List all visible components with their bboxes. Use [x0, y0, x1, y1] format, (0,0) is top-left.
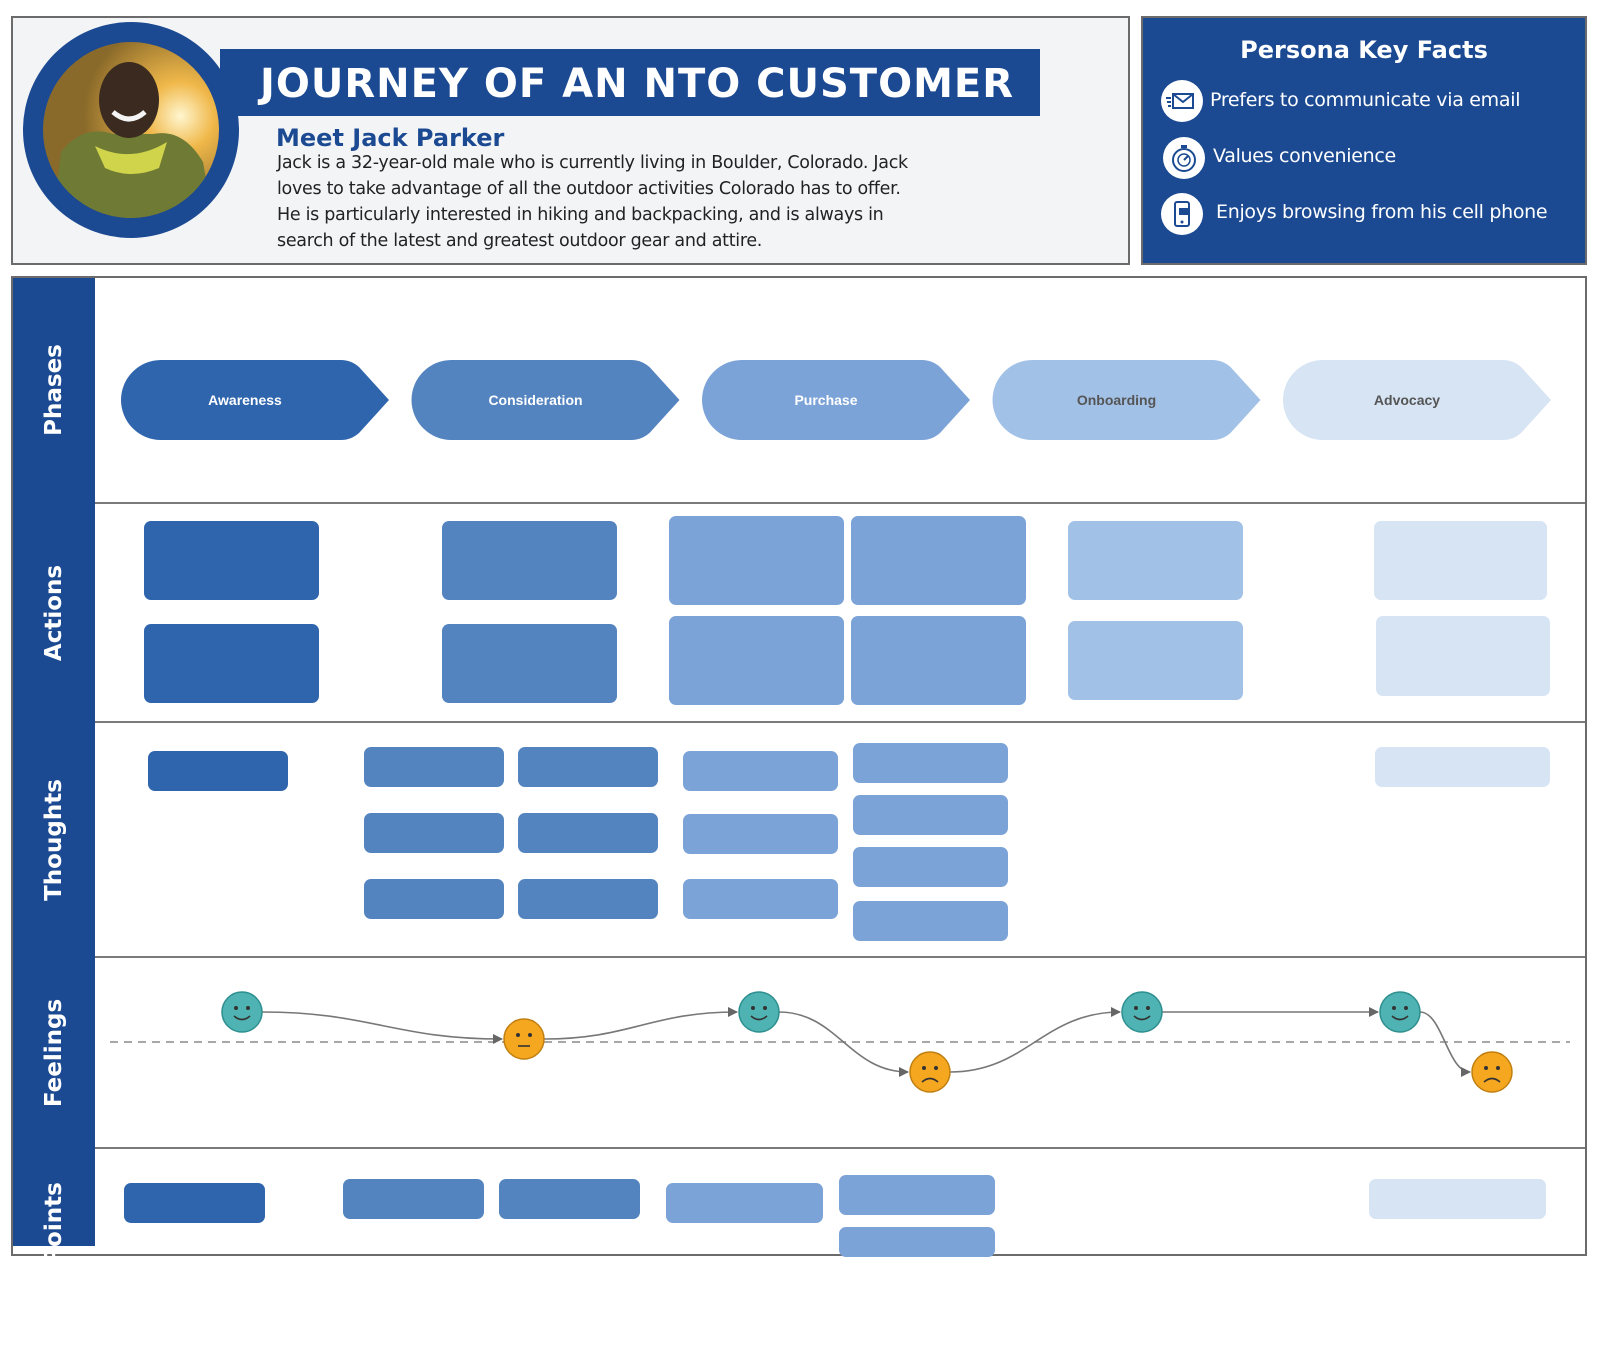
- action-card: [669, 616, 844, 705]
- pain-point-card: [343, 1179, 484, 1219]
- pain-point-card: [839, 1175, 995, 1215]
- row-label-pain-points: Pain Points: [41, 1182, 68, 1328]
- row-divider: [95, 721, 1585, 723]
- row-label-column: [13, 278, 95, 1246]
- thought-card: [853, 743, 1008, 783]
- page-title: JOURNEY OF AN NTO CUSTOMER: [260, 61, 1015, 107]
- bio-line: Jack is a 32-year-old male who is curren…: [277, 153, 908, 173]
- action-card: [442, 521, 617, 600]
- pain-point-card: [1369, 1179, 1546, 1219]
- thought-card: [853, 795, 1008, 835]
- key-facts-card: [1141, 16, 1587, 265]
- thought-card: [683, 751, 838, 791]
- thought-card: [364, 879, 504, 919]
- thought-card: [853, 901, 1008, 941]
- pain-point-card: [839, 1227, 995, 1257]
- action-card: [669, 516, 844, 605]
- envelope-icon: [1161, 80, 1203, 122]
- thought-card: [853, 847, 1008, 887]
- thought-card: [518, 879, 658, 919]
- pain-point-card: [124, 1183, 265, 1223]
- pain-point-card: [499, 1179, 640, 1219]
- cell-phone-icon: [1161, 193, 1203, 235]
- stopwatch-icon: [1163, 137, 1205, 179]
- action-card: [851, 516, 1026, 605]
- thought-card: [1375, 747, 1550, 787]
- key-fact-text: Prefers to communicate via email: [1210, 89, 1521, 111]
- action-card: [1068, 621, 1243, 700]
- action-card: [144, 624, 319, 703]
- bio-line: He is particularly interested in hiking …: [277, 205, 884, 225]
- avatar: [43, 42, 219, 218]
- bio-line: loves to take advantage of all the outdo…: [277, 179, 901, 199]
- action-card: [442, 624, 617, 703]
- row-divider: [95, 502, 1585, 504]
- row-divider: [95, 1147, 1585, 1149]
- persona-bio: Jack is a 32-year-old male who is curren…: [277, 150, 1007, 254]
- row-label-actions: Actions: [41, 564, 67, 661]
- action-card: [144, 521, 319, 600]
- thought-card: [518, 747, 658, 787]
- persona-name: Meet Jack Parker: [276, 124, 505, 152]
- key-facts-title: Persona Key Facts: [1240, 36, 1488, 64]
- row-label-thoughts: Thoughts: [41, 778, 68, 901]
- thought-card: [148, 751, 288, 791]
- row-label-feelings: Feelings: [41, 998, 67, 1107]
- row-divider: [95, 956, 1585, 958]
- pain-point-card: [666, 1183, 823, 1223]
- thought-card: [364, 813, 504, 853]
- key-fact-text: Values convenience: [1213, 145, 1396, 167]
- title-banner: [220, 49, 1040, 116]
- action-card: [1374, 521, 1547, 600]
- bio-line: search of the latest and greatest outdoo…: [277, 231, 763, 251]
- thought-card: [683, 814, 838, 854]
- thought-card: [518, 813, 658, 853]
- key-fact-text: Enjoys browsing from his cell phone: [1216, 201, 1548, 223]
- thought-card: [683, 879, 838, 919]
- thought-card: [364, 747, 504, 787]
- action-card: [851, 616, 1026, 705]
- action-card: [1376, 616, 1550, 696]
- row-label-phases: Phases: [41, 344, 68, 436]
- action-card: [1068, 521, 1243, 600]
